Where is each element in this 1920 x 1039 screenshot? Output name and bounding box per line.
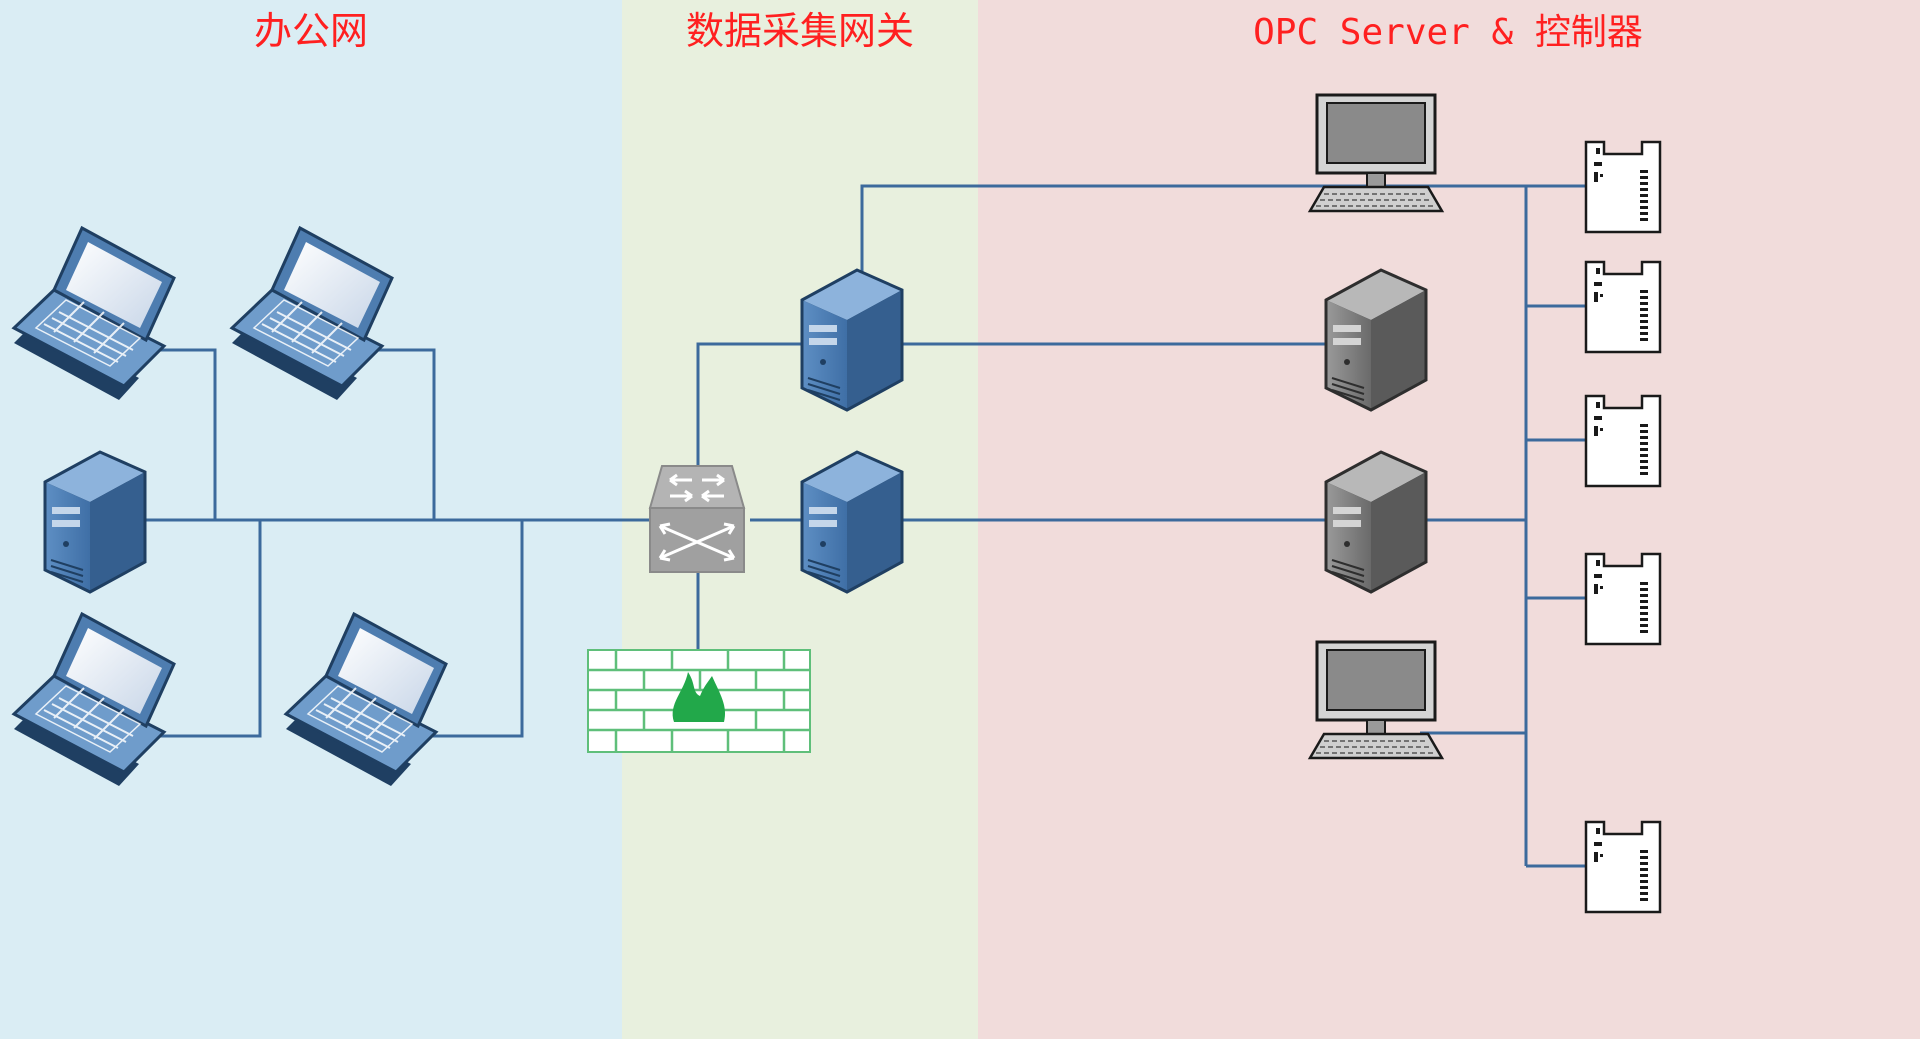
server-tower-icon xyxy=(800,268,904,412)
gateway-top-link xyxy=(860,184,1528,272)
laptop1-link xyxy=(150,348,217,520)
workstation-icon xyxy=(1308,640,1444,760)
controller-icon xyxy=(1584,552,1662,646)
control-zone-title: OPC Server & 控制器 xyxy=(1253,12,1643,53)
switch-icon xyxy=(648,465,746,573)
server-tower-icon xyxy=(43,450,147,594)
workstation-icon xyxy=(1308,93,1444,213)
server-tower-icon xyxy=(1324,268,1428,412)
gateway-zone-title: 数据采集网关 xyxy=(686,9,914,53)
controller-icon xyxy=(1584,140,1662,234)
controller-icon xyxy=(1584,394,1662,488)
network-links xyxy=(145,184,1586,868)
laptop3-link xyxy=(150,520,262,738)
office-zone-title: 办公网 xyxy=(254,9,368,53)
laptop4-link xyxy=(420,520,524,738)
controller-icon xyxy=(1584,820,1662,914)
server-tower-icon xyxy=(800,450,904,594)
controller-icon xyxy=(1584,260,1662,354)
switch-up-link xyxy=(696,342,802,468)
server-tower-icon xyxy=(1324,450,1428,594)
laptop2-link xyxy=(370,348,436,520)
firewall-icon xyxy=(587,649,811,753)
